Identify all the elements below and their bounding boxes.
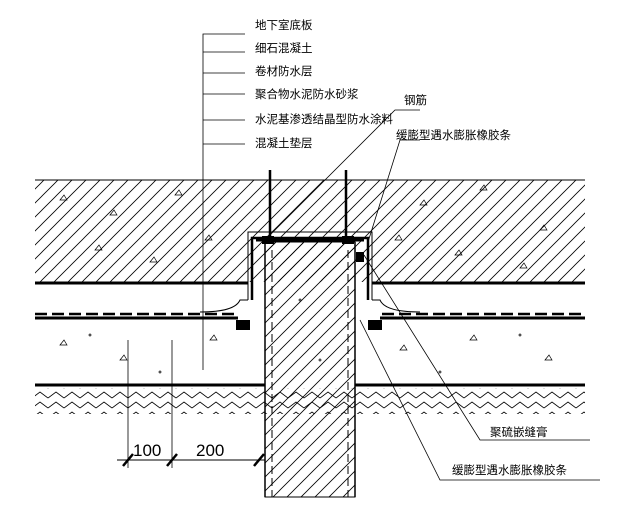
- layer-label: 水泥基渗透结晶型防水涂料: [255, 112, 393, 126]
- layer-labels: 地下室底板 细石混凝土 卷材防水层 聚合物水泥防水砂浆 水泥基渗透结晶型防水涂料…: [255, 18, 393, 150]
- aggregate-specks: [59, 184, 553, 374]
- swell-strip-right: [368, 320, 382, 330]
- layer-leader-lines: [202, 33, 245, 370]
- layer-label: 卷材防水层: [255, 64, 313, 78]
- layer-label: 聚合物水泥防水砂浆: [255, 87, 359, 101]
- dimension-200: 200: [196, 441, 224, 460]
- swell-strip-bottom-label: 缓膨型遇水膨胀橡胶条: [452, 463, 567, 477]
- swell-strip-left: [236, 320, 250, 330]
- rebars: [268, 170, 348, 240]
- sealant-label: 聚硫嵌缝膏: [490, 425, 548, 439]
- dimension-line: [117, 340, 265, 468]
- membrane-dashed-line: [35, 299, 585, 316]
- rebar-block-left: [262, 236, 274, 244]
- layer-lines: [35, 281, 585, 387]
- layer-label: 细石混凝土: [255, 41, 313, 55]
- swell-strip-top-label: 缓膨型遇水膨胀橡胶条: [396, 128, 511, 142]
- rebar-label: 钢筋: [404, 93, 427, 107]
- rebar-block-right: [342, 236, 354, 244]
- penetrating-pipe: [264, 241, 356, 498]
- layer-label: 地下室底板: [255, 18, 313, 32]
- dimension-100: 100: [133, 441, 161, 460]
- callout-leader-lines: [269, 109, 600, 481]
- sealant-block: [356, 252, 364, 262]
- layer-label: 混凝土垫层: [255, 136, 313, 150]
